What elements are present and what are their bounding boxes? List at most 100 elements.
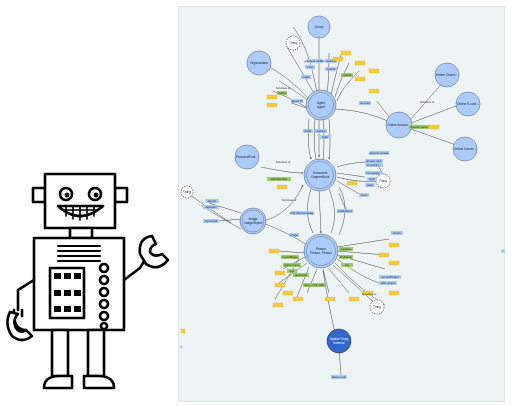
- svg-text:Online Gamin...: Online Gamin...: [454, 147, 476, 151]
- robot-neck: [68, 226, 94, 240]
- svg-text:geekcode: geekcode: [295, 273, 308, 277]
- thing-nodes: Thing Thing Thing Thing: [180, 35, 391, 315]
- svg-text:openid: openid: [343, 73, 352, 77]
- graph-node-online-ecommerce[interactable]: [455, 91, 481, 117]
- svg-text:account service: account service: [369, 151, 389, 155]
- svg-text:holds: holds: [305, 129, 312, 133]
- graph-node-offscreen: [501, 249, 505, 253]
- svg-text:publications: publications: [338, 209, 353, 213]
- svg-text:homepage: homepage: [366, 171, 380, 175]
- svg-text:past project: past project: [381, 281, 396, 285]
- datatype-property-labels: openid status account name alternate fil…: [267, 73, 429, 287]
- svg-text:depiction: depiction: [205, 205, 217, 209]
- graph-node-thing-top[interactable]: [285, 35, 301, 51]
- svg-text:image: image: [290, 233, 298, 237]
- robot-foot-right: [82, 374, 116, 390]
- robot-leg-right: [86, 328, 106, 378]
- svg-text:title: title: [345, 263, 350, 267]
- svg-text:work info homepage: work info homepage: [289, 211, 315, 215]
- graph-node-image[interactable]: [239, 207, 267, 235]
- svg-text:surname: surname: [341, 247, 352, 251]
- svg-text:focus: focus: [361, 193, 368, 197]
- graph-node-organization[interactable]: [246, 50, 272, 76]
- svg-text:account name: account name: [410, 125, 428, 129]
- svg-text:mbox: mbox: [307, 65, 314, 69]
- robot-hand-right: [138, 234, 170, 269]
- svg-text:alternate files: alternate files: [271, 177, 288, 181]
- svg-text:weblog: weblog: [317, 129, 326, 133]
- robot-arm-left: [16, 278, 36, 312]
- graph-node-online-gaming[interactable]: [452, 136, 478, 162]
- graph-node-online-chat[interactable]: [434, 62, 460, 88]
- svg-text:account: account: [360, 101, 370, 105]
- svg-text:Subclass of: Subclass of: [276, 86, 291, 90]
- robot-ear-right: [113, 186, 129, 204]
- svg-text:primary topic: primary topic: [366, 159, 383, 163]
- svg-text:Subclass of: Subclass of: [276, 160, 291, 164]
- svg-text:status: status: [278, 91, 286, 95]
- robot-leg-left: [50, 328, 70, 378]
- svg-text:based near: based near: [332, 375, 346, 379]
- svg-text:Document: Document: [313, 171, 328, 175]
- robot-hand-left: [6, 310, 34, 342]
- svg-text:personal mailbox: personal mailbox: [304, 59, 326, 63]
- svg-text:Person: Person: [316, 247, 326, 251]
- robot-arm-right: [122, 256, 148, 282]
- svg-text:Online Accoun...: Online Accoun...: [387, 123, 410, 127]
- svg-text:Person, Person: Person, Person: [310, 251, 332, 255]
- svg-text:Skype ID: Skype ID: [291, 99, 302, 103]
- svg-text:Spatial Thing: Spatial Thing: [330, 337, 349, 341]
- svg-text:external: external: [333, 341, 345, 345]
- svg-text:family name: family name: [284, 263, 300, 267]
- svg-text:Thing: Thing: [373, 305, 381, 309]
- svg-text:Subclass of: Subclass of: [282, 198, 297, 202]
- svg-text:ChapterBook: ChapterBook: [311, 175, 330, 179]
- graph-node-personal-profile[interactable]: [234, 144, 260, 170]
- svg-text:Agent: Agent: [317, 101, 325, 105]
- svg-text:page: page: [367, 183, 374, 187]
- robot-illustration: [6, 172, 170, 390]
- svg-text:knows: knows: [393, 231, 402, 235]
- svg-text:Online Chat A...: Online Chat A...: [436, 73, 458, 77]
- graph-node-thing-right[interactable]: [375, 173, 391, 189]
- graph-edges: [186, 26, 468, 376]
- svg-text:made: made: [303, 75, 310, 79]
- svg-text:Subclass of: Subclass of: [362, 292, 377, 296]
- graph-node-agent[interactable]: [305, 89, 337, 121]
- svg-text:currentProject: currentProject: [381, 275, 399, 279]
- svg-text:tipjar: tipjar: [322, 135, 328, 139]
- ontology-graph-panel[interactable]: Thing Thing Thing Thing Group Organizati…: [178, 6, 505, 402]
- svg-text:Subclass of: Subclass of: [420, 100, 435, 104]
- graph-node-document[interactable]: [303, 158, 337, 192]
- robot-foot-left: [42, 374, 74, 390]
- class-nodes: Group Organization Agent Agent Online Ch…: [234, 15, 481, 354]
- graph-node-thing-left[interactable]: [180, 185, 194, 199]
- svg-text:Agent: Agent: [317, 105, 325, 109]
- graph-node-group[interactable]: [307, 15, 331, 39]
- svg-text:is primary...: is primary...: [367, 163, 381, 167]
- svg-text:firstName: firstName: [340, 255, 352, 259]
- graph-node-person[interactable]: [303, 233, 339, 269]
- svg-text:name, nick, plan: name, nick, plan: [304, 283, 325, 287]
- svg-text:thumbnail: thumbnail: [205, 219, 218, 223]
- graph-node-thing-bottom[interactable]: [369, 299, 385, 315]
- robot-ear-left: [31, 186, 47, 204]
- graph-node-offscreen-left: [179, 345, 183, 349]
- svg-text:ImageObject: ImageObject: [244, 221, 262, 225]
- svg-text:Organization: Organization: [250, 61, 268, 65]
- svg-text:age: age: [290, 269, 295, 273]
- svg-text:openid: openid: [327, 67, 336, 71]
- svg-text:myersBriggs: myersBriggs: [282, 255, 298, 259]
- svg-text:Thing: Thing: [379, 179, 387, 183]
- svg-text:Group: Group: [315, 25, 324, 29]
- graph-node-spatial-thing[interactable]: [326, 328, 352, 354]
- ontology-graph[interactable]: Thing Thing Thing Thing Group Organizati…: [179, 7, 506, 403]
- svg-text:PersonalProfi...: PersonalProfi...: [236, 155, 258, 159]
- svg-text:depicts: depicts: [208, 199, 217, 203]
- svg-text:Thing: Thing: [289, 41, 297, 45]
- svg-text:member: member: [326, 59, 336, 63]
- object-property-labels: personal mailbox member mbox openid made…: [203, 59, 403, 379]
- datatype-nodes: [180, 50, 440, 334]
- svg-text:topic: topic: [369, 177, 376, 181]
- svg-text:Thing: Thing: [183, 190, 191, 194]
